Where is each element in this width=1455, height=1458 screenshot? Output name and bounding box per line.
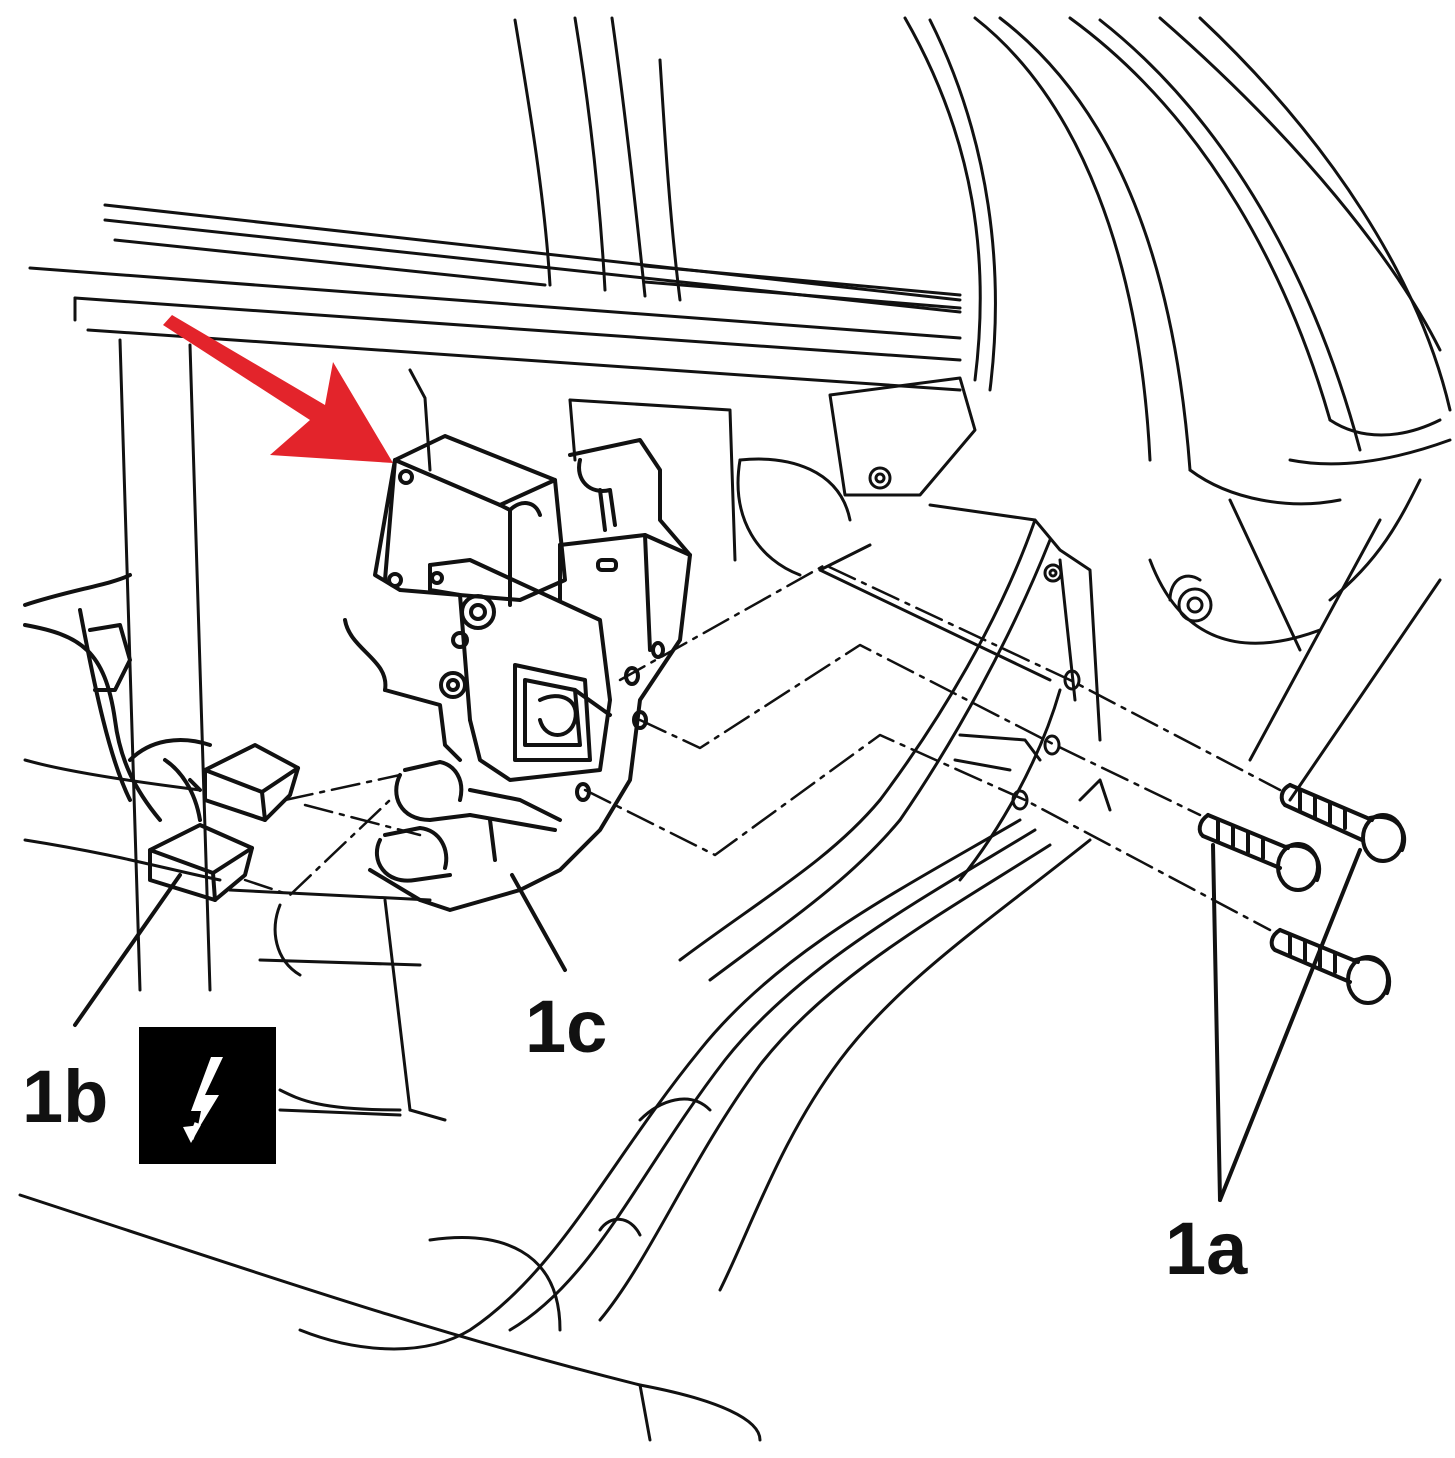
leader-1c — [510, 873, 567, 972]
screw-top — [1279, 783, 1407, 863]
b-pillar-striker-area — [878, 503, 1112, 822]
label-bolts: 1a — [1165, 1207, 1248, 1290]
screw-bottom — [1269, 928, 1392, 1005]
inner-door-panel — [408, 368, 1442, 802]
door-latch-assembly — [343, 434, 692, 912]
leader-1a-left — [1211, 843, 1222, 1202]
red-arrow-icon — [163, 315, 393, 463]
electrical-connector — [148, 743, 300, 902]
door-sill — [18, 688, 1092, 1442]
mounting-screws — [1197, 783, 1407, 1005]
leader-1b — [73, 873, 182, 1027]
door-frame — [28, 16, 1452, 992]
label-latch: 1c — [525, 985, 608, 1068]
lightning-bolt-icon — [139, 1027, 276, 1164]
wiring-harness — [23, 573, 212, 822]
screw-middle — [1197, 813, 1322, 892]
leader-lines — [73, 843, 1362, 1202]
label-connector: 1b — [22, 1055, 109, 1138]
leader-1a-right — [1218, 848, 1362, 1202]
alignment-lines — [243, 563, 1282, 932]
